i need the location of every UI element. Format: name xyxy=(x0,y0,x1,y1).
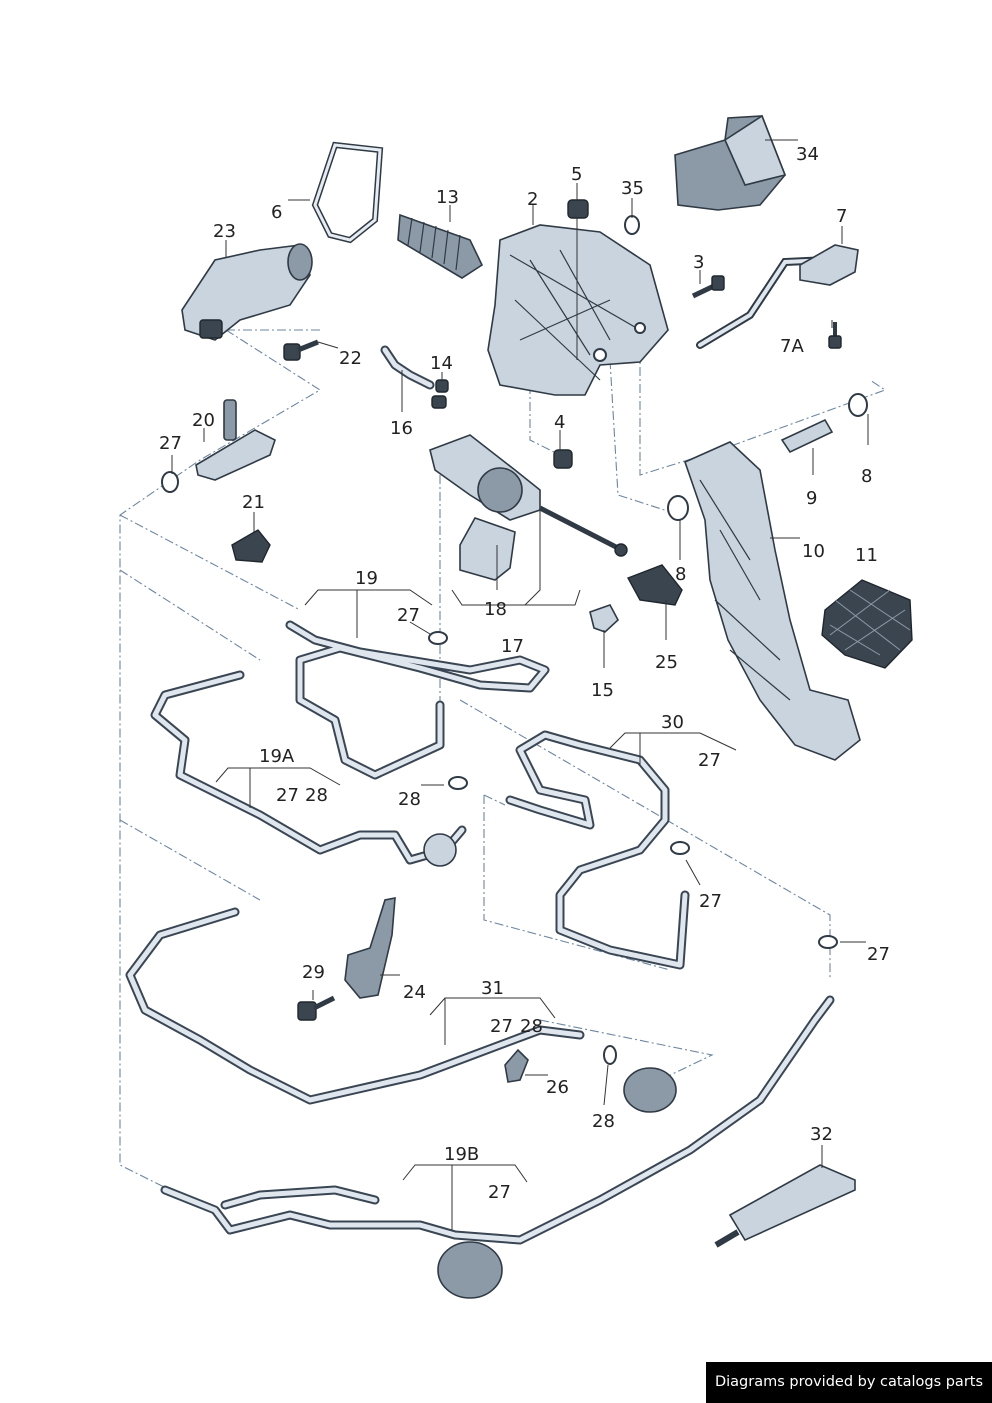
label-34: 34 xyxy=(796,144,819,165)
label-32: 32 xyxy=(810,1124,833,1145)
part-11-pedal-pad xyxy=(821,579,913,669)
label-28-d: 28 xyxy=(592,1111,615,1132)
part-5-nut xyxy=(567,199,589,219)
part-16-hose xyxy=(380,345,435,390)
label-21: 21 xyxy=(242,492,265,513)
part-17-slave-cylinder xyxy=(429,434,628,557)
label-8-b: 8 xyxy=(861,466,872,487)
part-7-switch xyxy=(696,244,859,349)
hose-31 xyxy=(125,907,677,1113)
label-15: 15 xyxy=(591,680,614,701)
label-2: 2 xyxy=(527,189,538,210)
hose-19A xyxy=(150,670,467,867)
label-35: 35 xyxy=(621,178,644,199)
label-27-b: 27 xyxy=(397,605,420,626)
label-6: 6 xyxy=(271,202,282,223)
leader-lines xyxy=(171,139,869,1230)
label-27-h: 27 xyxy=(488,1182,511,1203)
part-35-washer xyxy=(624,215,640,235)
label-28-b: 28 xyxy=(398,789,421,810)
part-29-bolt xyxy=(297,995,336,1021)
part-25-switch xyxy=(627,564,683,606)
label-8-a: 8 xyxy=(675,564,686,585)
label-9: 9 xyxy=(806,488,817,509)
label-29: 29 xyxy=(302,962,325,983)
label-7: 7 xyxy=(836,206,847,227)
part-34-pedal-cover xyxy=(674,114,787,211)
callout-labels: 34 5 35 2 13 6 7 23 3 7A 22 14 16 4 20 2… xyxy=(159,144,890,1203)
part-26-clip xyxy=(504,1048,529,1083)
part-20-connector xyxy=(195,399,276,481)
part-22-bolt xyxy=(283,339,319,361)
label-30: 30 xyxy=(661,712,684,733)
part-15-clip xyxy=(589,604,619,633)
label-14: 14 xyxy=(430,353,453,374)
label-28-a: 28 xyxy=(305,785,328,806)
label-23: 23 xyxy=(213,221,236,242)
label-16: 16 xyxy=(390,418,413,439)
label-10: 10 xyxy=(802,541,825,562)
label-27-e: 27 xyxy=(699,891,722,912)
hose-19 xyxy=(285,620,550,780)
label-17: 17 xyxy=(501,636,524,657)
part-9-pin xyxy=(780,418,834,454)
label-7A: 7A xyxy=(780,336,804,357)
part-24-bracket xyxy=(344,897,396,999)
o-rings xyxy=(428,631,838,1065)
label-28-c: 28 xyxy=(520,1016,543,1037)
part-8-bushing-a xyxy=(667,495,689,521)
label-3: 3 xyxy=(693,252,704,273)
part-18-bracket xyxy=(459,517,516,581)
label-26: 26 xyxy=(546,1077,569,1098)
part-13-bellows xyxy=(397,213,484,279)
part-2-pedal-bracket xyxy=(487,224,669,396)
label-31: 31 xyxy=(481,978,504,999)
label-27-g: 27 xyxy=(490,1016,513,1037)
part-6-gasket xyxy=(311,141,384,244)
part-3-bolt xyxy=(691,275,725,299)
credit-banner: Diagrams provided by catalogs parts xyxy=(706,1362,992,1403)
label-19: 19 xyxy=(355,568,378,589)
part-32-grease-tube xyxy=(714,1164,856,1248)
label-25: 25 xyxy=(655,652,678,673)
label-18: 18 xyxy=(484,599,507,620)
label-5: 5 xyxy=(571,164,582,185)
label-27-d: 27 xyxy=(276,785,299,806)
label-20: 20 xyxy=(192,410,215,431)
part-23-master-cylinder xyxy=(181,243,313,341)
part-21-clip xyxy=(231,529,271,563)
label-27-f: 27 xyxy=(867,944,890,965)
label-19A: 19A xyxy=(259,746,295,767)
label-13: 13 xyxy=(436,187,459,208)
part-8-bushing-b xyxy=(848,393,868,417)
hose-19B xyxy=(160,995,835,1299)
label-27-c: 27 xyxy=(698,750,721,771)
part-4-nut xyxy=(553,449,573,469)
label-22: 22 xyxy=(339,348,362,369)
label-24: 24 xyxy=(403,982,426,1003)
part-10-clutch-pedal xyxy=(684,441,861,761)
hose-30 xyxy=(505,730,690,970)
part-14-clip xyxy=(431,379,449,409)
part-7A-screw xyxy=(828,322,842,349)
part-27-ring-a xyxy=(161,471,179,493)
label-27-a: 27 xyxy=(159,433,182,454)
label-11: 11 xyxy=(855,545,878,566)
label-4: 4 xyxy=(554,412,565,433)
label-19B: 19B xyxy=(444,1144,479,1165)
